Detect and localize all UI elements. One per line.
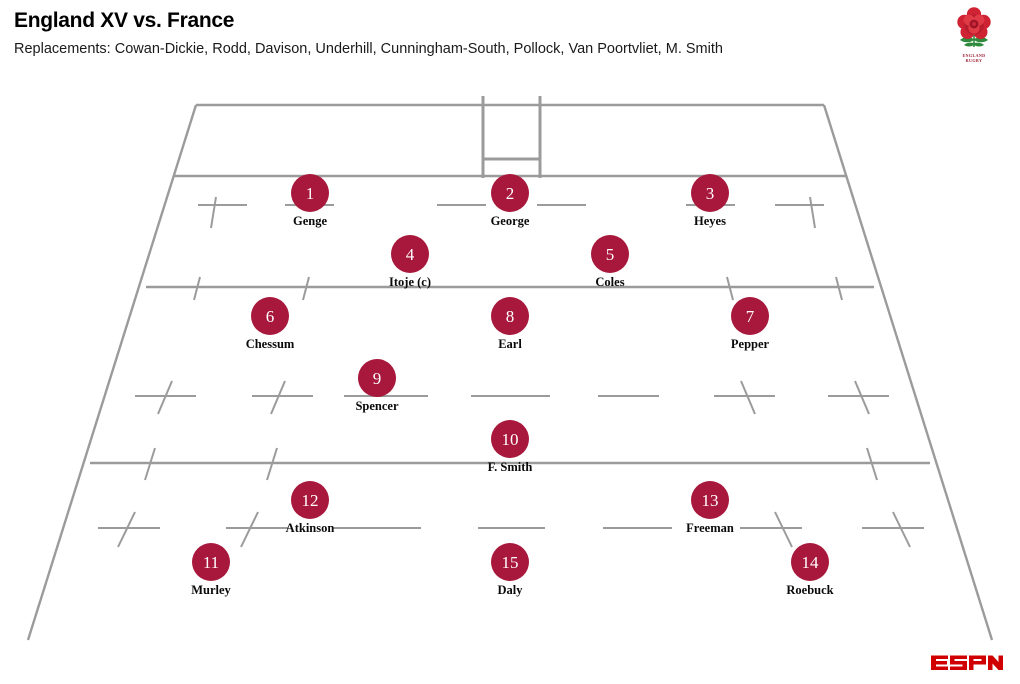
crest-label: ENGLAND RUGBY: [962, 53, 986, 64]
player-name: Itoje (c): [389, 275, 431, 289]
left-touchline: [26, 104, 198, 641]
player-name: Daly: [497, 583, 523, 597]
player-number: 14: [791, 543, 829, 581]
player-name: Genge: [292, 214, 328, 228]
player-number: 13: [691, 481, 729, 519]
player-number: 7: [731, 297, 769, 335]
player-number: 10: [491, 420, 529, 458]
player-name: Freeman: [686, 521, 734, 535]
player-number: 2: [491, 174, 529, 212]
replacements-line: Replacements: Cowan-Dickie, Rodd, Daviso…: [14, 41, 723, 57]
player-number: 1: [291, 174, 329, 212]
player-number: 15: [491, 543, 529, 581]
player-name: F. Smith: [487, 460, 533, 474]
player-name: Chessum: [245, 337, 295, 351]
player-number: 12: [291, 481, 329, 519]
player-name: Roebuck: [786, 583, 834, 597]
player-number: 8: [491, 297, 529, 335]
right-touchline: [822, 104, 994, 641]
header: England XV vs. France Replacements: Cowa…: [14, 8, 914, 59]
player-number: 11: [192, 543, 230, 581]
player-number: 6: [251, 297, 289, 335]
player-number: 9: [358, 359, 396, 397]
england-rugby-crest: ENGLAND RUGBY: [944, 6, 1004, 68]
espn-logo: [931, 655, 1003, 670]
player-name: Atkinson: [285, 521, 335, 535]
player-number: 5: [591, 235, 629, 273]
player-name: Spencer: [355, 399, 399, 413]
player-number: 3: [691, 174, 729, 212]
player-name: Pepper: [730, 337, 770, 351]
player-name: Heyes: [694, 214, 726, 228]
player-name: Earl: [498, 337, 522, 351]
page-title: England XV vs. France: [14, 9, 235, 32]
player-name: Coles: [595, 275, 625, 289]
player-name: Murley: [191, 583, 231, 597]
player-name: George: [490, 214, 530, 228]
player-number: 4: [391, 235, 429, 273]
rose-icon: [957, 7, 991, 47]
goal-posts: [481, 96, 542, 178]
field-hash-marks: [98, 196, 924, 548]
